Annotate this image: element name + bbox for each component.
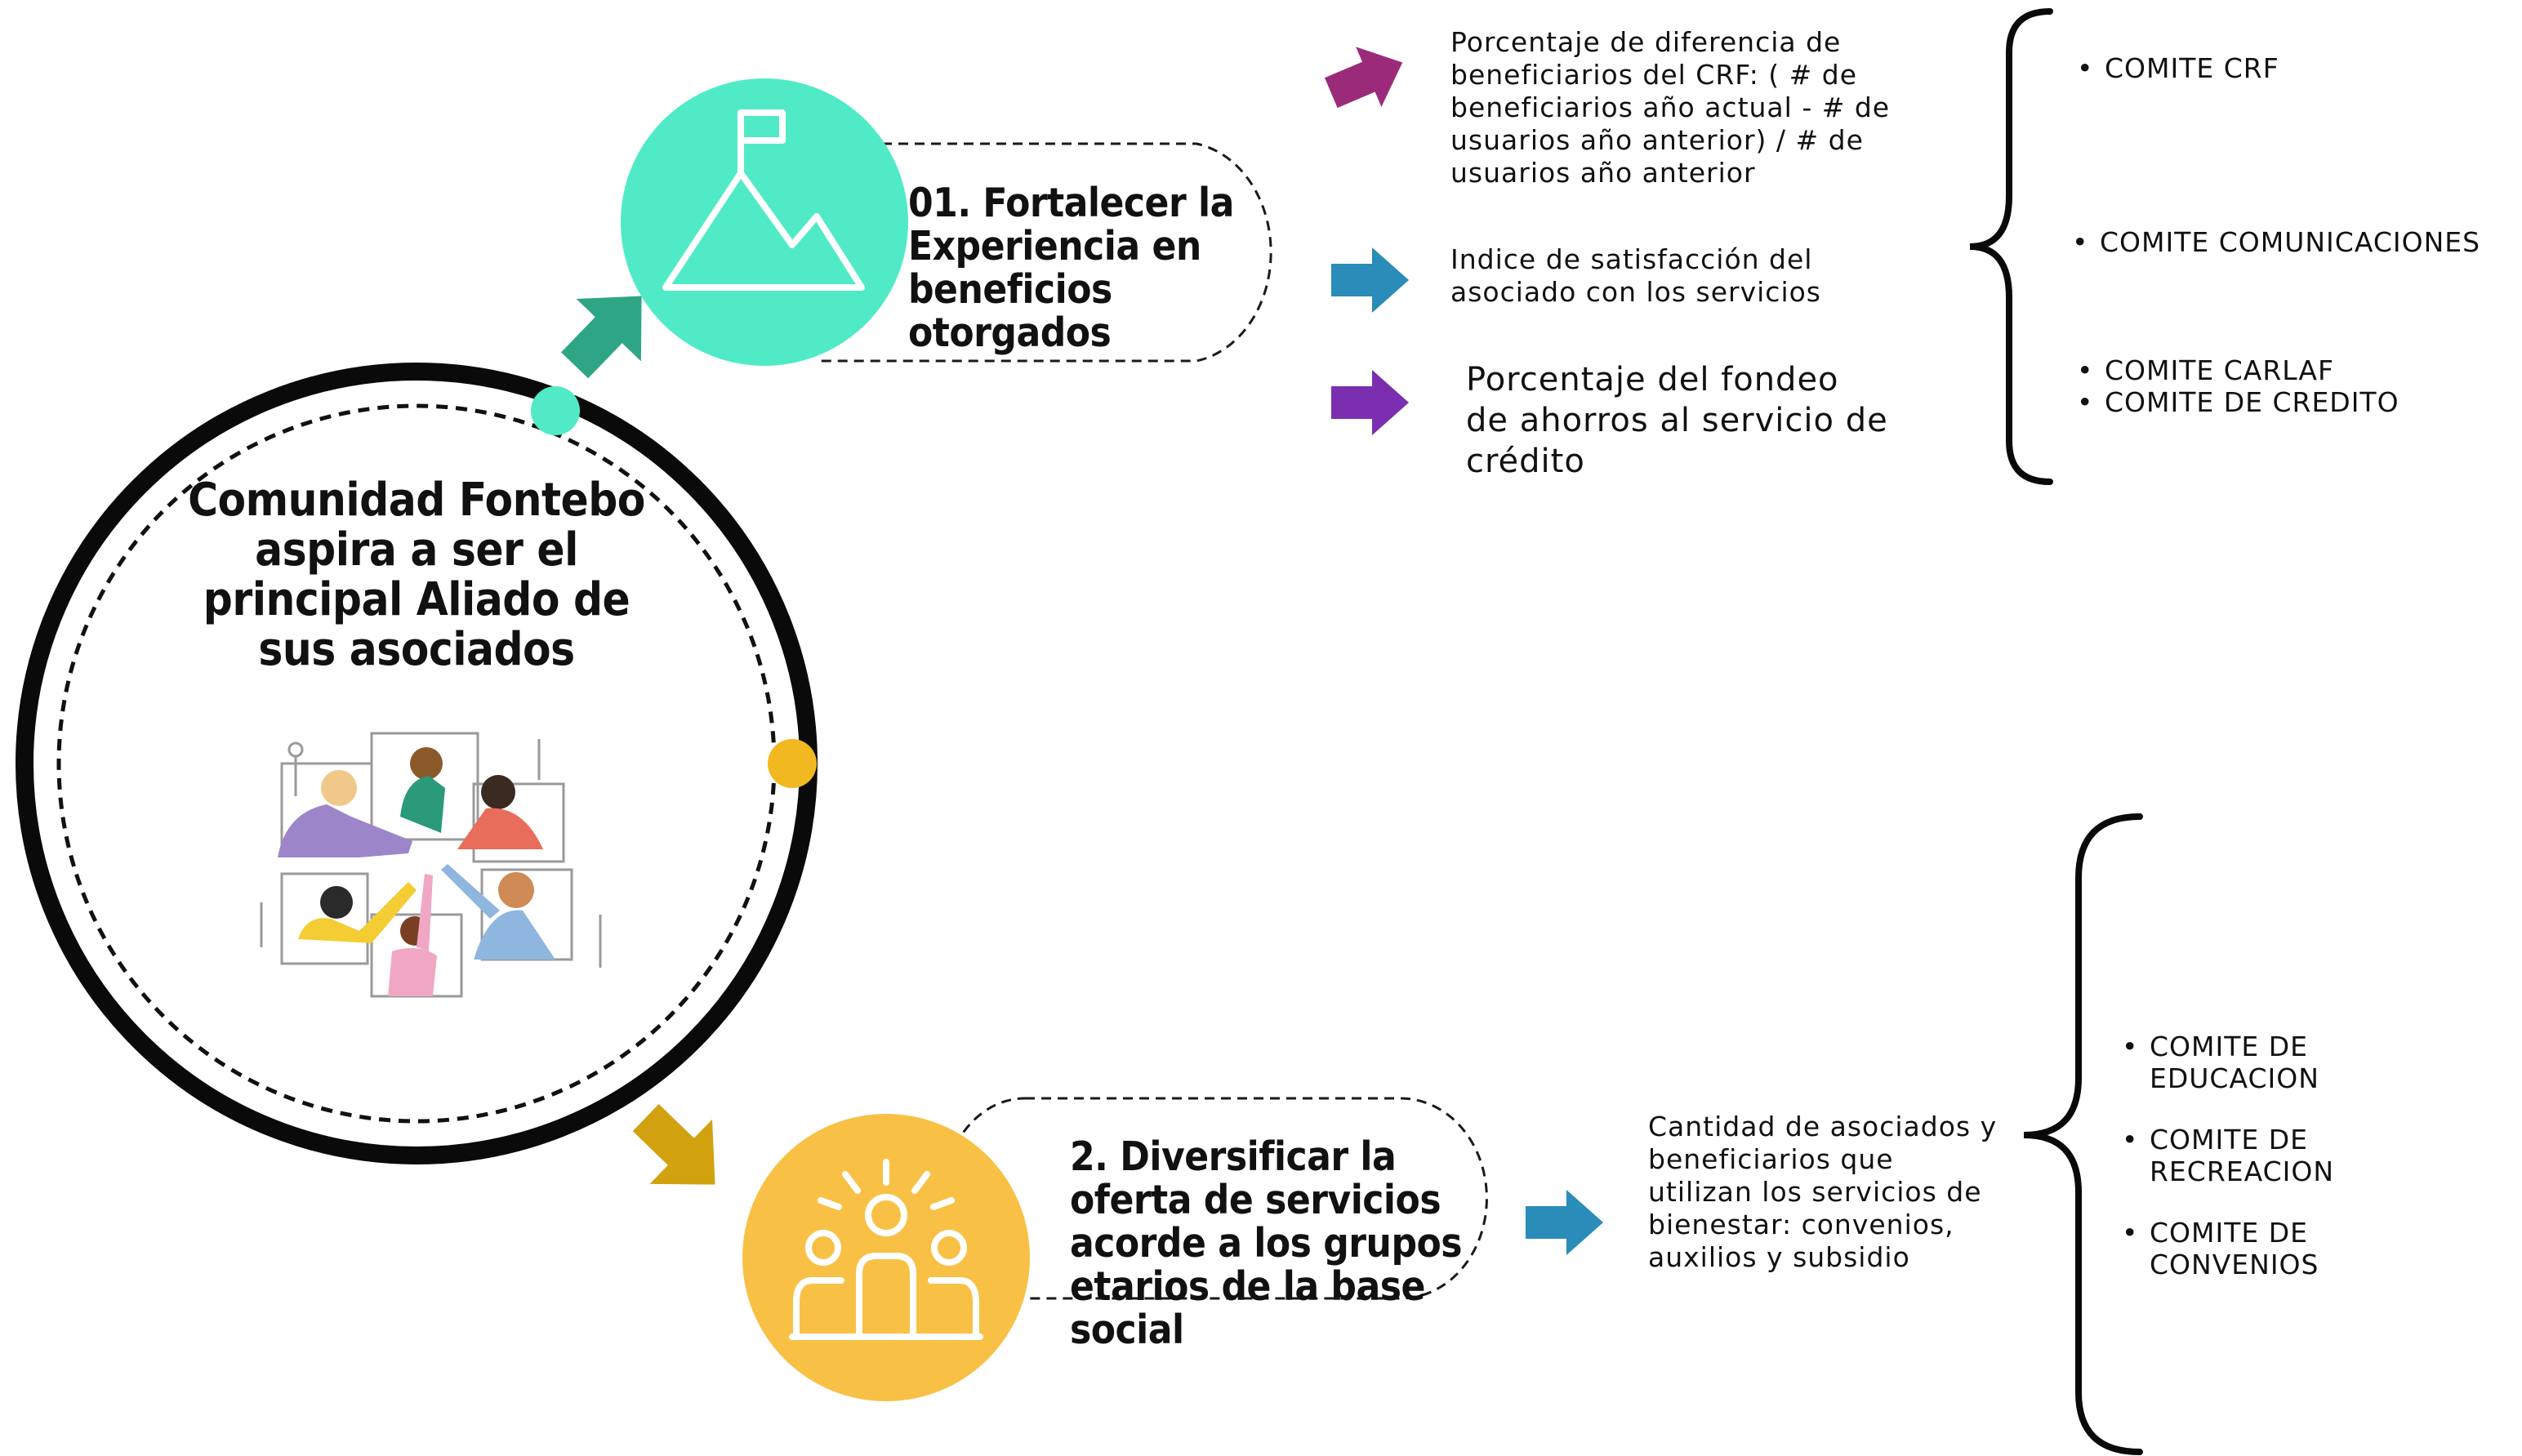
objective-1-pill [817,142,1272,363]
indicator-arrow-3 [1331,370,1409,435]
mountain-flag-icon [662,109,865,291]
team-illustration [260,732,602,998]
indicator-arrow-2 [1331,247,1409,313]
committee-item: COMITE DE CREDITO [2077,386,2485,418]
committee-item: COMITE COMUNICACIONES [2072,226,2497,258]
people-group-icon [789,1159,983,1340]
brace-2 [2023,813,2143,1455]
committee-list-1a: COMITE CRF [2077,52,2387,84]
objective-1-title: 01. Fortalecer la Experiencia en benefic… [908,180,1234,356]
teal-dot [531,386,580,435]
indicator-3-text: Porcentaje del fondeo de ahorros al serv… [1466,361,1888,480]
objective-2-title: 2. Diversificar la oferta de servicios a… [1070,1133,1463,1353]
connector-arrow-down [632,1104,715,1185]
committee-item: COMITE CRF [2077,52,2387,84]
center-title: Comunidad Fontebo aspira a ser el princi… [188,474,645,676]
committee-list-1c: COMITE CARLAF COMITE DE CREDITO [2077,354,2485,418]
committee-item: COMITE DE EDUCACION [2122,1031,2367,1094]
indicator-arrow-1 [1324,47,1403,109]
brace-1 [1969,8,2053,485]
committee-item: COMITE DE CONVENIOS [2122,1217,2367,1280]
committee-list-2: COMITE DE EDUCACION COMITE DE RECREACION… [2122,1031,2367,1310]
gold-dot [768,739,817,788]
indicator-arrow-4 [1526,1190,1603,1255]
objective-2-pill [942,1097,1488,1300]
connector-arrow-up [561,296,642,379]
committee-item: COMITE DE RECREACION [2122,1124,2367,1187]
committee-list-1b: COMITE COMUNICACIONES [2072,226,2497,258]
indicator-1-text: Porcentaje de diferencia de beneficiario… [1450,26,1891,189]
committee-item: COMITE CARLAF [2077,354,2485,386]
indicator-4-text: Cantidad de asociados y beneficiarios qu… [1648,1111,1998,1273]
indicator-2-text: Indice de satisfacción del asociado con … [1450,243,1822,308]
objective-1-circle [621,78,908,366]
